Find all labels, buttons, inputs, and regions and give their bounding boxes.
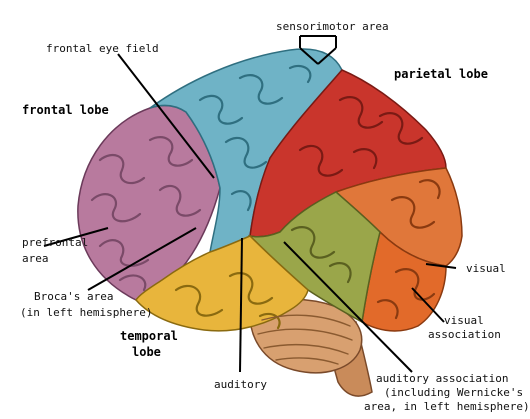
auditory-association-label-line3: area, in left hemisphere)	[364, 400, 530, 413]
frontal-eye-field-label: frontal eye field	[46, 42, 159, 55]
prefrontal-area-label-line2: area	[22, 252, 49, 265]
visual-label: visual	[466, 262, 506, 275]
broca-area-label-line2: (in left hemisphere)	[20, 306, 152, 319]
frontal-lobe-label: frontal lobe	[22, 103, 109, 117]
visual-association-label-line1: visual	[444, 314, 484, 327]
auditory-association-label-line2: (including Wernicke's	[384, 386, 523, 399]
visual-association-label-line2: association	[428, 328, 501, 341]
parietal-lobe-label: parietal lobe	[394, 67, 488, 81]
temporal-lobe-label-line1: temporal	[120, 329, 178, 343]
temporal-lobe-label-line2: lobe	[132, 345, 161, 359]
auditory-label: auditory	[214, 378, 267, 391]
sensorimotor-area-label: sensorimotor area	[276, 20, 389, 33]
brain-illustration	[78, 49, 462, 396]
auditory-association-label-line1: auditory association	[376, 372, 508, 385]
broca-area-label-line1: Broca's area	[34, 290, 113, 303]
prefrontal-area-label-line1: prefrontal	[22, 236, 88, 249]
